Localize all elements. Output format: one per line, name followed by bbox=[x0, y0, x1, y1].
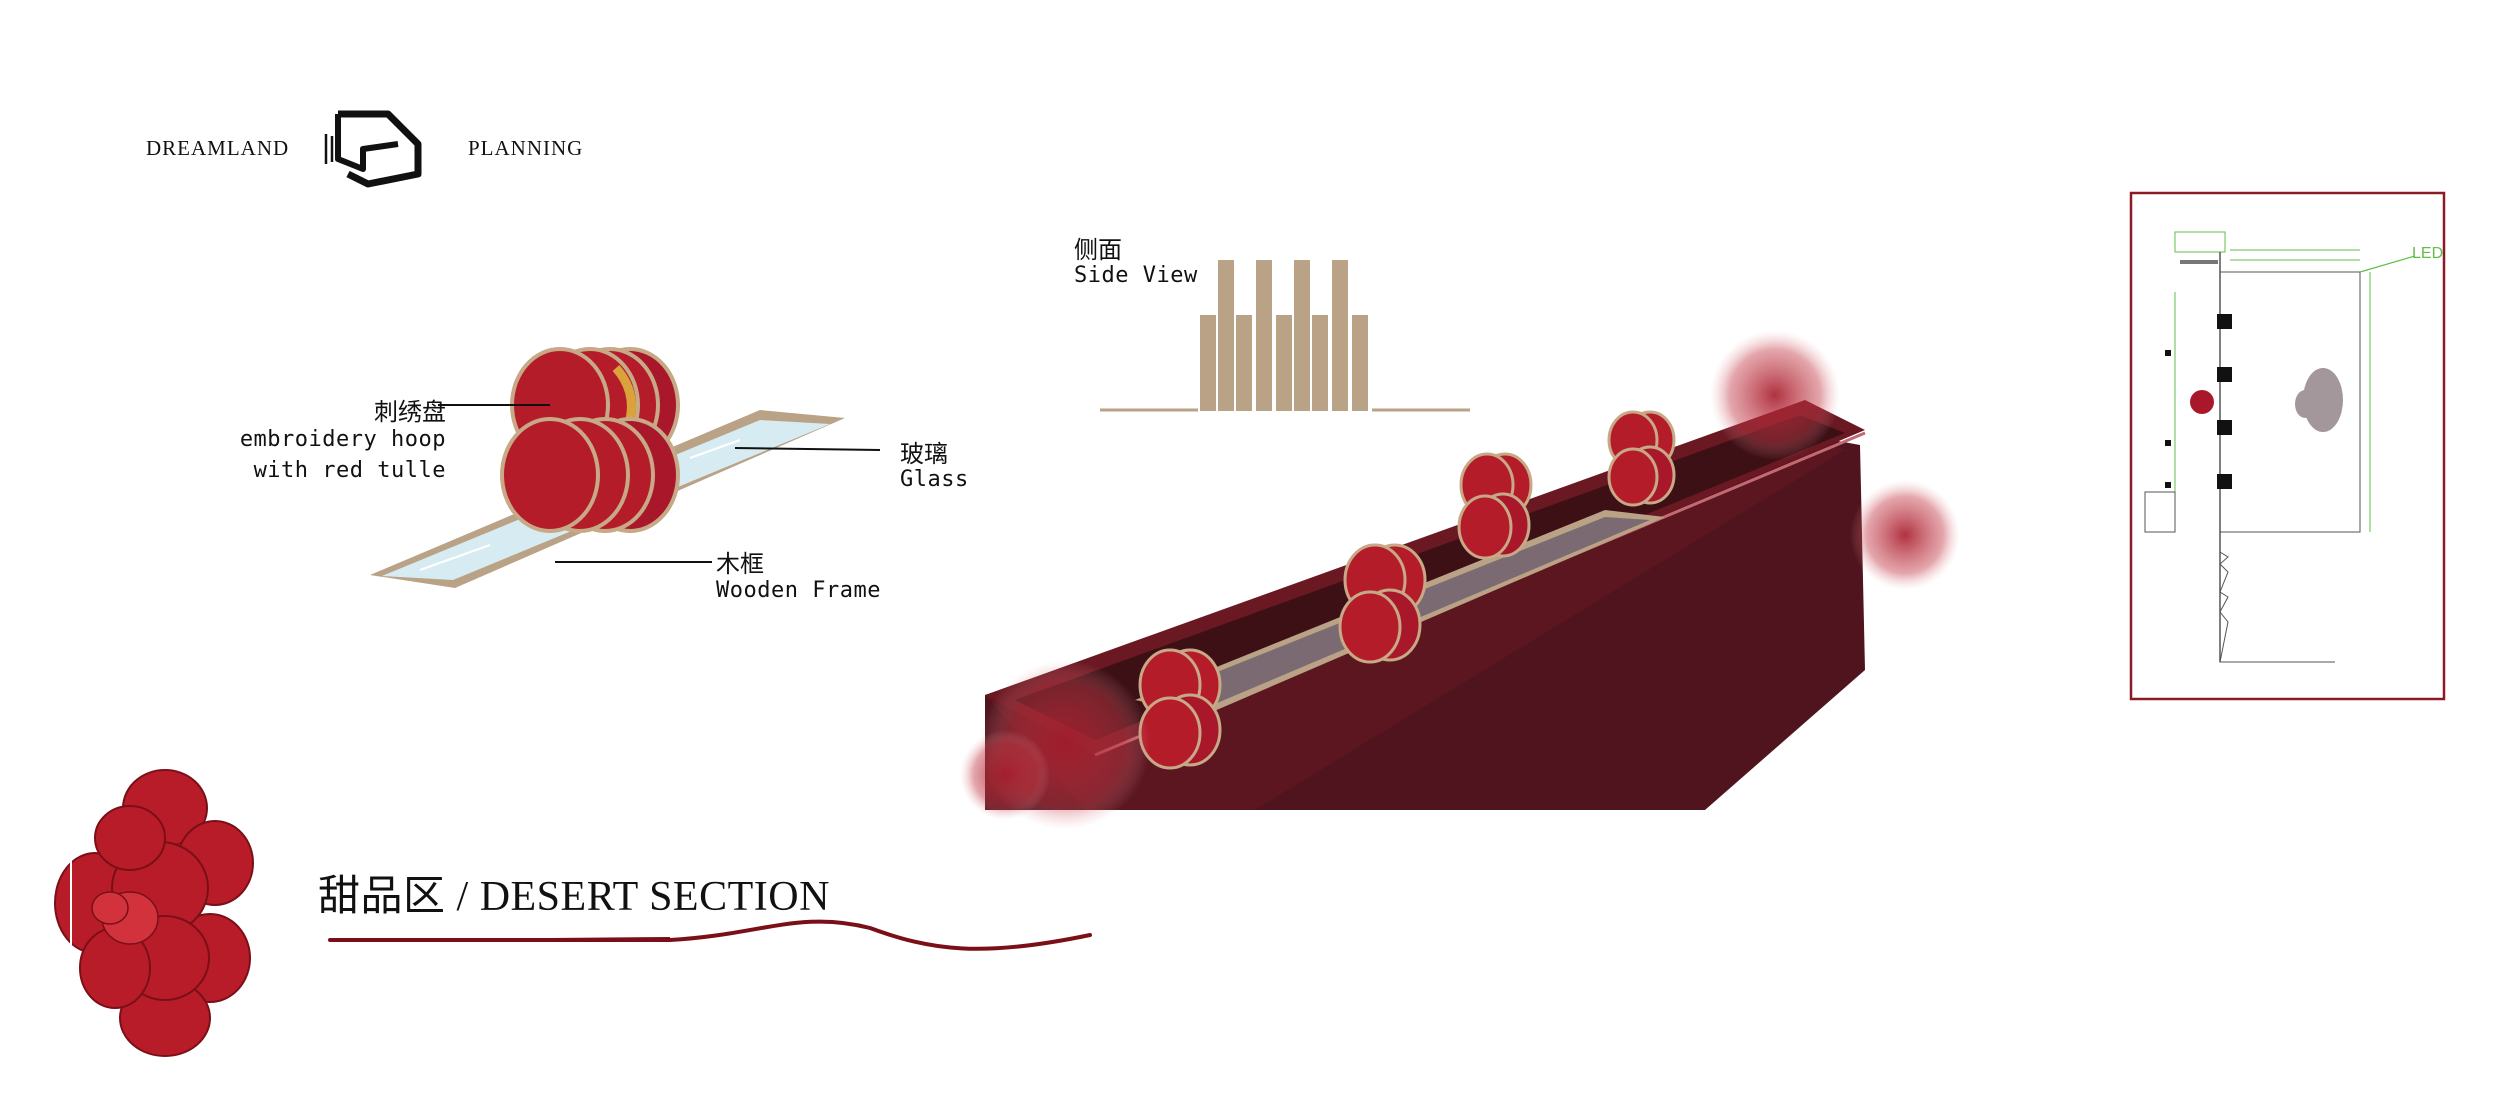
section-title-en: DESERT SECTION bbox=[479, 874, 830, 920]
hoop-label-en-line1: embroidery hoop bbox=[239, 427, 446, 452]
side-view-label-cn: 侧面 bbox=[1074, 236, 1122, 264]
side-view-drawing bbox=[1100, 260, 1470, 412]
frame-label-en: Wooden Frame bbox=[716, 578, 881, 603]
hoop-cluster-1 bbox=[1138, 648, 1222, 770]
section-title-cn: 甜品区 bbox=[318, 874, 446, 920]
glass-label-en: Glass bbox=[900, 467, 969, 492]
hoop-label-cn: 刺绣盘 bbox=[374, 398, 446, 426]
hoop-detail-drawing bbox=[370, 347, 881, 588]
side-view-label-en: Side View bbox=[1074, 263, 1198, 288]
dp-monogram-icon bbox=[324, 110, 422, 188]
plan-drawing: LED bbox=[2129, 191, 2446, 701]
title-underline-wave bbox=[328, 919, 1092, 951]
dessert-table-render bbox=[960, 330, 1960, 830]
frame-label-cn: 木框 bbox=[716, 550, 764, 578]
brand-right: PLANNING bbox=[468, 136, 584, 160]
succulent-flower-image bbox=[54, 768, 254, 1058]
hoop-label-en-line2: with red tulle bbox=[253, 458, 446, 483]
hoop-cluster-3 bbox=[1457, 452, 1533, 560]
hoop-cluster-4 bbox=[1607, 410, 1676, 507]
brand-left: DREAMLAND bbox=[146, 136, 290, 160]
embroidery-hoops bbox=[500, 347, 680, 533]
hoop-cluster-2 bbox=[1338, 543, 1427, 664]
glass-label-cn: 玻璃 bbox=[900, 440, 948, 468]
led-label: LED bbox=[2412, 245, 2443, 262]
section-title-separator: / bbox=[456, 874, 469, 920]
red-smoke-effect bbox=[960, 330, 1960, 830]
section-title: 甜品区 / DESERT SECTION bbox=[318, 862, 830, 923]
